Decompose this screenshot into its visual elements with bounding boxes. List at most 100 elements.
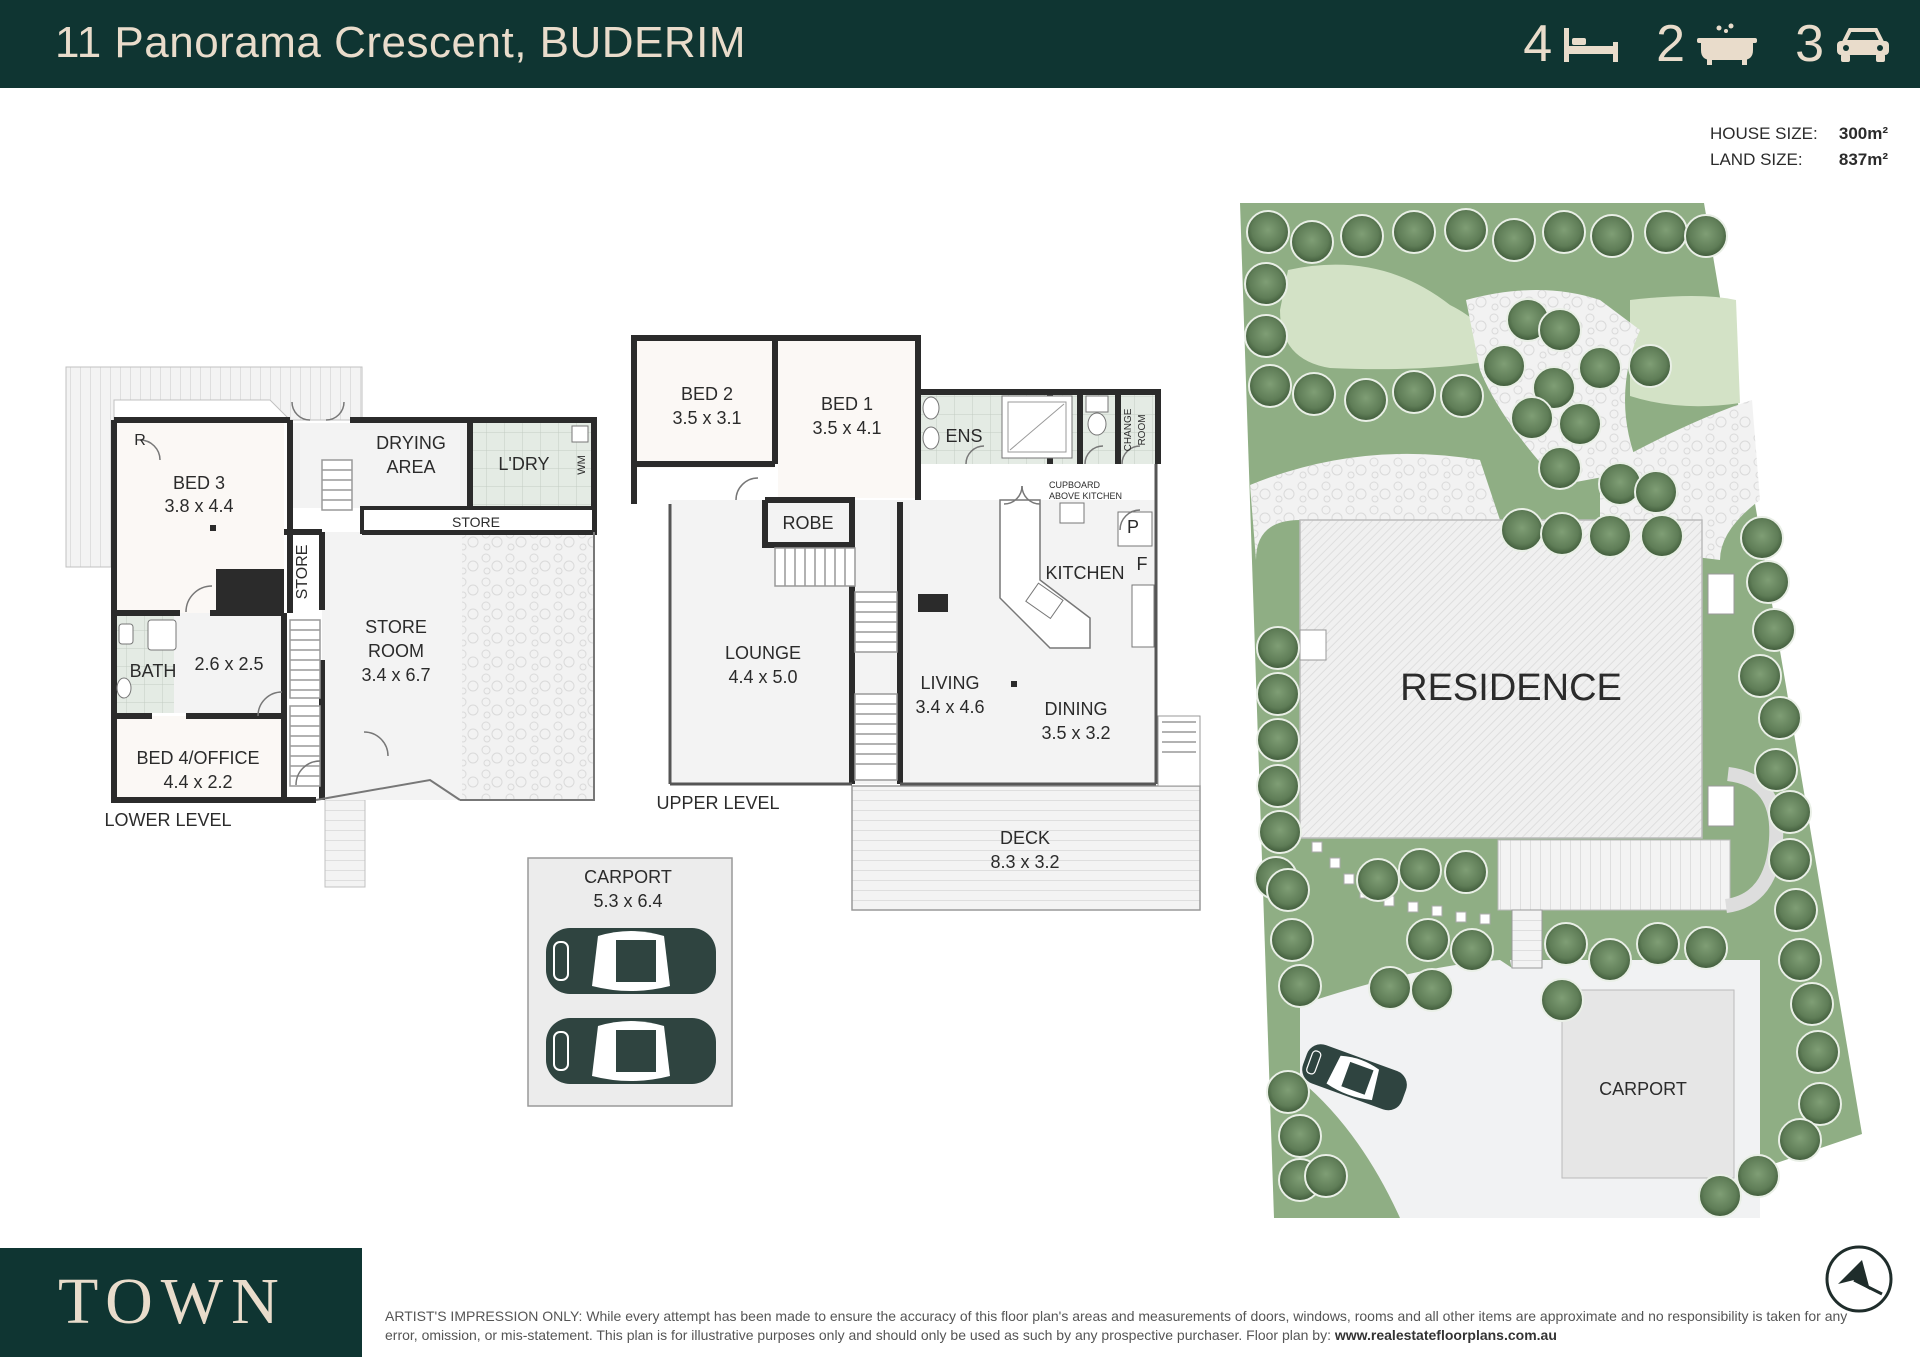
shrub-icon — [1440, 374, 1484, 418]
shrub-icon — [1768, 838, 1812, 882]
shrub-icon — [1698, 1174, 1742, 1218]
bed-icon — [1564, 28, 1619, 62]
carport-plan-size: 5.3 x 6.4 — [593, 891, 662, 911]
cupboard-label-2: ABOVE KITCHEN — [1049, 491, 1122, 501]
shrub-icon — [1542, 210, 1586, 254]
shrub-icon — [1558, 402, 1602, 446]
shrub-icon — [1598, 462, 1642, 506]
shrub-icon — [1636, 922, 1680, 966]
header-bar: 11 Panorama Crescent, BUDERIM 4 2 — [0, 0, 1920, 88]
shrub-icon — [1532, 366, 1576, 410]
car-icon — [545, 1017, 717, 1085]
pantry-label: P — [1127, 517, 1139, 537]
site-carport-label: CARPORT — [1599, 1079, 1687, 1099]
shrub-icon — [1450, 928, 1494, 972]
land-size-value: 837m² — [1838, 150, 1888, 169]
shrub-icon — [1544, 922, 1588, 966]
robe-r-label: R — [134, 432, 146, 449]
north-compass-icon — [1825, 1245, 1893, 1313]
store-room-size: 3.4 x 6.7 — [361, 665, 430, 685]
upper-level-label: UPPER LEVEL — [656, 793, 779, 813]
shrub-icon — [1392, 210, 1436, 254]
cupboard-label-1: CUPBOARD — [1049, 480, 1101, 490]
house-size-value: 300m² — [1838, 124, 1888, 143]
shrub-icon — [1270, 918, 1314, 962]
dining-label: DINING — [1045, 699, 1108, 719]
shrub-icon — [1746, 560, 1790, 604]
shrub-icon — [1492, 218, 1536, 262]
baths-count: 2 — [1656, 15, 1686, 73]
bed1-size: 3.5 x 4.1 — [812, 418, 881, 438]
garden-shrubs — [1244, 208, 1842, 1218]
store-vertical-label: STORE — [294, 545, 311, 600]
lower-level-label: LOWER LEVEL — [104, 810, 231, 830]
bed2-label: BED 2 — [681, 384, 733, 404]
shrub-icon — [1768, 790, 1812, 834]
shrub-icon — [1246, 210, 1290, 254]
drying-area-label-1: DRYING — [376, 433, 446, 453]
shrub-icon — [1266, 868, 1310, 912]
shrub-icon — [1398, 848, 1442, 892]
beds-count: 4 — [1523, 15, 1553, 73]
shrub-icon — [1778, 938, 1822, 982]
bed2-size: 3.5 x 3.1 — [672, 408, 741, 428]
cars-stat: 3 — [1795, 18, 1892, 70]
shrub-icon — [1684, 926, 1728, 970]
residence-label: RESIDENCE — [1400, 667, 1622, 709]
robe-label: ROBE — [782, 513, 833, 533]
drying-area-label-2: AREA — [386, 457, 435, 477]
carport-plan-label: CARPORT — [584, 867, 672, 887]
disclaimer: ARTIST'S IMPRESSION ONLY: While every at… — [385, 1307, 1865, 1345]
shrub-icon — [1774, 888, 1818, 932]
shrub-icon — [1754, 748, 1798, 792]
shrub-icon — [1256, 718, 1300, 762]
shrub-icon — [1278, 1114, 1322, 1158]
shrub-icon — [1340, 214, 1384, 258]
shrub-icon — [1258, 810, 1302, 854]
bed4-size: 4.4 x 2.2 — [163, 772, 232, 792]
shrub-icon — [1790, 982, 1834, 1026]
shrub-icon — [1256, 764, 1300, 808]
shrub-icon — [1290, 220, 1334, 264]
shrub-icon — [1444, 850, 1488, 894]
shrub-icon — [1684, 214, 1728, 258]
property-address: 11 Panorama Crescent, BUDERIM — [55, 18, 747, 67]
car-icon — [545, 927, 717, 995]
shrub-icon — [1278, 964, 1322, 1008]
shrub-icon — [1304, 1154, 1348, 1198]
shrub-icon — [1540, 512, 1584, 556]
shrub-icon — [1266, 1070, 1310, 1114]
bath-icon — [1697, 23, 1758, 65]
shrub-icon — [1758, 696, 1802, 740]
lounge-label: LOUNGE — [725, 643, 801, 663]
shrub-icon — [1538, 446, 1582, 490]
wm-label: WM — [576, 455, 588, 475]
floor-plan: R BED 3 3.8 x 4.4 DRYING AREA L'DRY WM S… — [65, 203, 1862, 1218]
floorplan-website: www.realestatefloorplans.com.au — [1334, 1327, 1557, 1343]
shrub-icon — [1628, 344, 1672, 388]
brand-logo-block: TOWN — [0, 1248, 362, 1357]
disclaimer-text: ARTIST'S IMPRESSION ONLY: While every at… — [385, 1308, 1848, 1343]
shrub-icon — [1590, 214, 1634, 258]
shrub-icon — [1738, 654, 1782, 698]
shrub-icon — [1540, 978, 1584, 1022]
bed3-size: 3.8 x 4.4 — [164, 496, 233, 516]
property-stats: 4 2 3 — [1501, 12, 1892, 76]
bed4-label: BED 4/OFFICE — [136, 748, 259, 768]
shrub-icon — [1538, 308, 1582, 352]
shrub-icon — [1248, 364, 1292, 408]
living-size: 3.4 x 4.6 — [915, 697, 984, 717]
brand-logo: TOWN — [58, 1265, 287, 1338]
bed3-label: BED 3 — [173, 473, 225, 493]
shrub-icon — [1256, 672, 1300, 716]
deck-label: DECK — [1000, 828, 1050, 848]
shrub-icon — [1578, 346, 1622, 390]
site-plan: RESIDENCE CARPORT — [1240, 203, 1862, 1218]
car-icon — [1837, 28, 1889, 62]
shrub-icon — [1500, 508, 1544, 552]
house-size-label: HOUSE SIZE: — [1710, 124, 1818, 143]
shrub-icon — [1292, 372, 1336, 416]
shrub-icon — [1406, 918, 1450, 962]
land-size-label: LAND SIZE: — [1710, 150, 1803, 169]
shrub-icon — [1244, 314, 1288, 358]
